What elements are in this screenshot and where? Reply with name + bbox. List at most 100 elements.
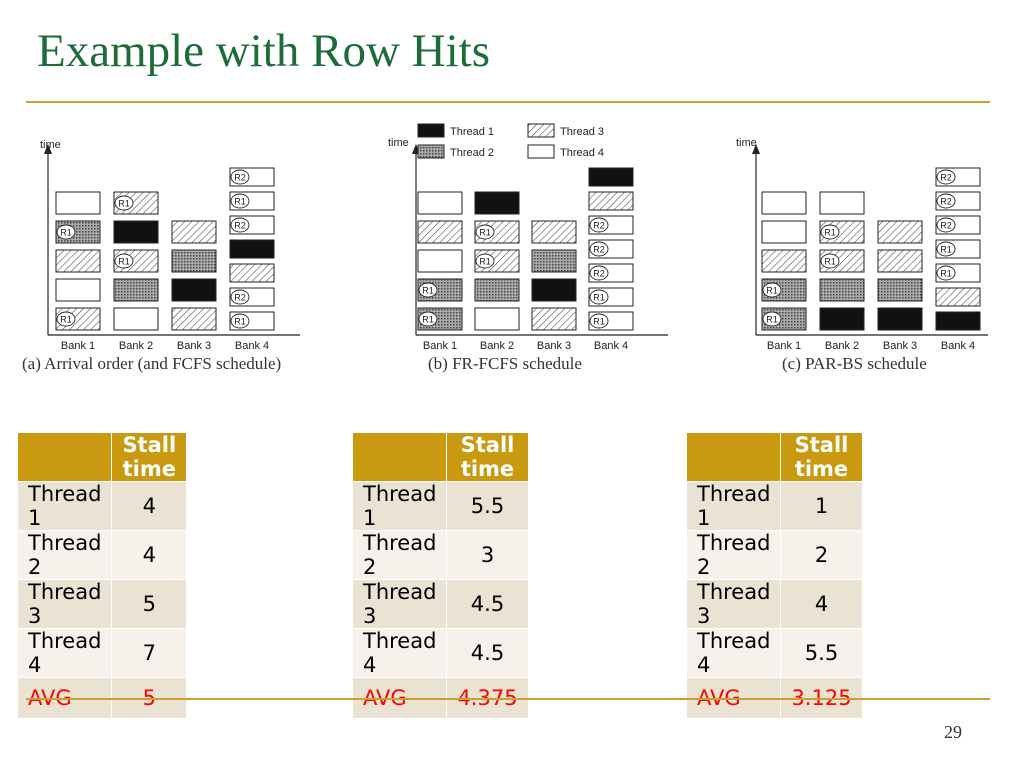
- bank-request-block: [113, 278, 159, 302]
- diagram-caption: (c) PAR-BS schedule: [782, 354, 927, 373]
- request-label: R1: [60, 315, 72, 325]
- bank-request-block: [531, 278, 577, 302]
- request-label: R1: [118, 199, 130, 209]
- bank-request-block: [55, 249, 101, 273]
- thread-name-cell: Thread 3: [16, 579, 113, 629]
- thread-name-cell: Thread 4: [16, 628, 113, 678]
- request-label: R2: [940, 197, 952, 207]
- bank-request-block: [877, 307, 923, 331]
- time-axis-label: time: [40, 139, 61, 151]
- bank-request-block: [171, 307, 217, 331]
- table-header-row: Stall time: [351, 432, 529, 482]
- bank-request-block: R2: [935, 191, 981, 211]
- bank-request-block: [113, 307, 159, 331]
- diagram-caption: (b) FR-FCFS schedule: [428, 354, 582, 373]
- bank-request-block: [819, 278, 865, 302]
- stall-time-cell: 4: [780, 579, 863, 629]
- bank-request-block: R1: [417, 278, 463, 302]
- bank-request-block: [877, 278, 923, 302]
- thread-name-cell: Thread 1: [351, 481, 448, 531]
- request-label: R1: [940, 245, 952, 255]
- page-number: 29: [944, 722, 962, 742]
- request-label: R1: [479, 257, 491, 267]
- bank-request-block: R2: [229, 167, 275, 187]
- stall-time-cell: 7: [111, 628, 188, 678]
- bank-request-block: R1: [761, 278, 807, 302]
- bank-request-block: [229, 263, 275, 283]
- bank-request-block: [588, 167, 634, 187]
- legend-item: Thread 2: [417, 144, 494, 159]
- stall-time-cell: 4.5: [446, 579, 529, 629]
- stall-time-cell: 3: [446, 530, 529, 580]
- bank-request-block: R1: [229, 191, 275, 211]
- legend-label: Thread 2: [450, 147, 494, 159]
- request-label: R1: [766, 286, 778, 296]
- request-label: R2: [234, 173, 246, 183]
- thread-name-cell: Thread 2: [685, 530, 782, 580]
- table-header-cell: Stall time: [446, 432, 529, 482]
- bank-request-block: R2: [935, 167, 981, 187]
- bank-label: Bank 1: [767, 340, 801, 352]
- diagram-caption: (a) Arrival order (and FCFS schedule): [22, 354, 281, 373]
- bank-request-block: R2: [935, 215, 981, 235]
- legend-item: Thread 4: [527, 144, 604, 159]
- request-label: R1: [824, 257, 836, 267]
- table-header-cell: [685, 432, 782, 482]
- bank-request-block: [417, 191, 463, 215]
- request-label: R1: [766, 315, 778, 325]
- bank-request-block: [171, 220, 217, 244]
- thread-name-cell: Thread 1: [16, 481, 113, 531]
- table-header-cell: [351, 432, 448, 482]
- stall-time-cell: 5.5: [446, 481, 529, 531]
- thread-name-cell: Thread 2: [351, 530, 448, 580]
- bank-request-block: [113, 220, 159, 244]
- bank-label: Bank 2: [480, 340, 514, 352]
- bank-request-block: R1: [113, 249, 159, 273]
- bank-request-block: [531, 307, 577, 331]
- bank-request-block: [417, 220, 463, 244]
- bank-request-block: R2: [588, 263, 634, 283]
- table-header-cell: [16, 432, 113, 482]
- request-label: R2: [593, 221, 605, 231]
- bank-request-block: R1: [819, 220, 865, 244]
- request-label: R2: [940, 221, 952, 231]
- request-label: R1: [593, 317, 605, 327]
- bank-request-block: [55, 191, 101, 215]
- legend-label: Thread 4: [560, 147, 604, 159]
- stall-time-cell: 5.5: [780, 628, 863, 678]
- bank-request-block: R1: [55, 220, 101, 244]
- bank-label: Bank 2: [825, 340, 859, 352]
- request-label: R1: [824, 228, 836, 238]
- time-axis-label: time: [388, 137, 409, 149]
- bank-request-block: [474, 191, 520, 215]
- bank-request-block: [474, 307, 520, 331]
- bank-label: Bank 4: [941, 340, 975, 352]
- request-label: R1: [234, 197, 246, 207]
- table-header-row: Stall time: [685, 432, 863, 482]
- bank-label: Bank 1: [61, 340, 95, 352]
- stall-time-cell: 4: [111, 481, 188, 531]
- time-axis-label: time: [736, 137, 757, 149]
- bank-label: Bank 1: [423, 340, 457, 352]
- table-header-cell: Stall time: [111, 432, 188, 482]
- bank-label: Bank 3: [537, 340, 571, 352]
- bank-request-block: R1: [935, 263, 981, 283]
- bank-label: Bank 3: [177, 340, 211, 352]
- title-divider: [26, 101, 990, 103]
- request-label: R1: [940, 269, 952, 279]
- request-label: R2: [593, 269, 605, 279]
- table-header-cell: Stall time: [780, 432, 863, 482]
